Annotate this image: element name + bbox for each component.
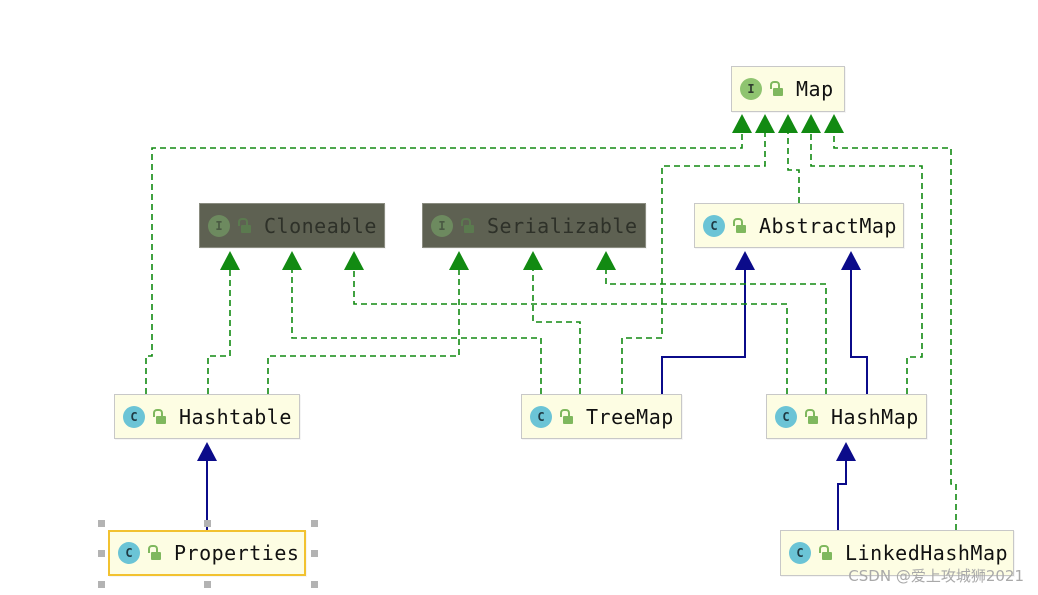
unlock-icon xyxy=(770,81,784,97)
edge-treemap-to-abstractmap xyxy=(661,251,755,394)
selection-handle[interactable] xyxy=(98,550,105,557)
node-hashtable[interactable]: C Hashtable xyxy=(114,394,300,439)
arrowhead xyxy=(449,251,469,270)
unlock-icon xyxy=(148,545,162,561)
node-linkedhashmap[interactable]: C LinkedHashMap xyxy=(780,530,1014,576)
class-icon: C xyxy=(530,405,552,428)
node-label: Map xyxy=(796,77,834,101)
watermark: CSDN @爱上攻城狮2021 xyxy=(848,567,1024,585)
unlock-icon xyxy=(461,217,475,234)
node-properties[interactable]: C Properties xyxy=(108,530,306,576)
edge-abstractmap-to-map xyxy=(778,114,800,203)
arrowhead xyxy=(523,251,543,270)
edge-linkedhashmap-to-map xyxy=(824,114,957,530)
selection-handle[interactable] xyxy=(311,520,318,527)
edge-hashtable-to-cloneable xyxy=(207,251,240,394)
arrowhead xyxy=(220,251,240,270)
arrowhead xyxy=(596,251,616,270)
interface-icon: I xyxy=(740,78,762,100)
unlock-icon xyxy=(238,217,252,234)
node-cloneable[interactable]: I Cloneable xyxy=(199,203,385,248)
arrowhead xyxy=(836,442,856,461)
node-label: AbstractMap xyxy=(759,213,897,238)
edge-hashmap-to-cloneable xyxy=(344,251,788,394)
selection-handle[interactable] xyxy=(98,520,105,527)
arrowhead xyxy=(824,114,844,133)
edge-treemap-to-serializable xyxy=(523,251,581,394)
node-treemap[interactable]: C TreeMap xyxy=(521,394,682,439)
node-label: Cloneable xyxy=(264,213,377,238)
node-hashmap[interactable]: C HashMap xyxy=(766,394,927,439)
edge-treemap-to-cloneable xyxy=(282,251,542,394)
edge-treemap-to-map xyxy=(621,114,775,394)
selection-handle[interactable] xyxy=(311,581,318,588)
interface-icon: I xyxy=(208,214,230,237)
arrowhead xyxy=(344,251,364,270)
interface-icon: I xyxy=(431,214,453,237)
arrowhead xyxy=(282,251,302,270)
node-label: TreeMap xyxy=(586,404,674,429)
unlock-icon xyxy=(733,217,747,234)
edge-hashmap-to-map xyxy=(801,114,923,394)
class-icon: C xyxy=(789,542,811,564)
class-icon: C xyxy=(118,542,140,564)
node-abstractmap[interactable]: C AbstractMap xyxy=(694,203,904,248)
class-icon: C xyxy=(703,214,725,237)
edge-hashmap-to-serializable xyxy=(596,251,827,394)
class-icon: C xyxy=(123,405,145,428)
node-label: LinkedHashMap xyxy=(845,541,1009,565)
arrowhead xyxy=(778,114,798,133)
node-label: Hashtable xyxy=(179,404,292,429)
arrowhead xyxy=(755,114,775,133)
edge-hashtable-to-serializable xyxy=(267,251,469,394)
arrowhead xyxy=(735,251,755,270)
node-label: Properties xyxy=(174,541,300,565)
unlock-icon xyxy=(560,408,574,425)
unlock-icon xyxy=(805,408,819,425)
node-label: Serializable xyxy=(487,213,638,238)
node-label: HashMap xyxy=(831,404,919,429)
arrowhead xyxy=(732,114,752,133)
selection-handle[interactable] xyxy=(204,520,211,527)
selection-handle[interactable] xyxy=(98,581,105,588)
selection-handle[interactable] xyxy=(311,550,318,557)
arrowhead xyxy=(197,442,217,461)
edge-properties-to-hashtable xyxy=(197,442,217,530)
arrowhead xyxy=(801,114,821,133)
node-map[interactable]: I Map xyxy=(731,66,845,112)
class-icon: C xyxy=(775,405,797,428)
unlock-icon xyxy=(153,408,167,425)
selection-handle[interactable] xyxy=(204,581,211,588)
node-serializable[interactable]: I Serializable xyxy=(422,203,646,248)
edge-hashmap-to-abstractmap xyxy=(841,251,868,394)
edge-linkedhashmap-to-hashmap xyxy=(836,442,856,530)
arrowhead xyxy=(841,251,861,270)
unlock-icon xyxy=(819,545,833,561)
edge-hashtable-to-map xyxy=(145,114,752,394)
